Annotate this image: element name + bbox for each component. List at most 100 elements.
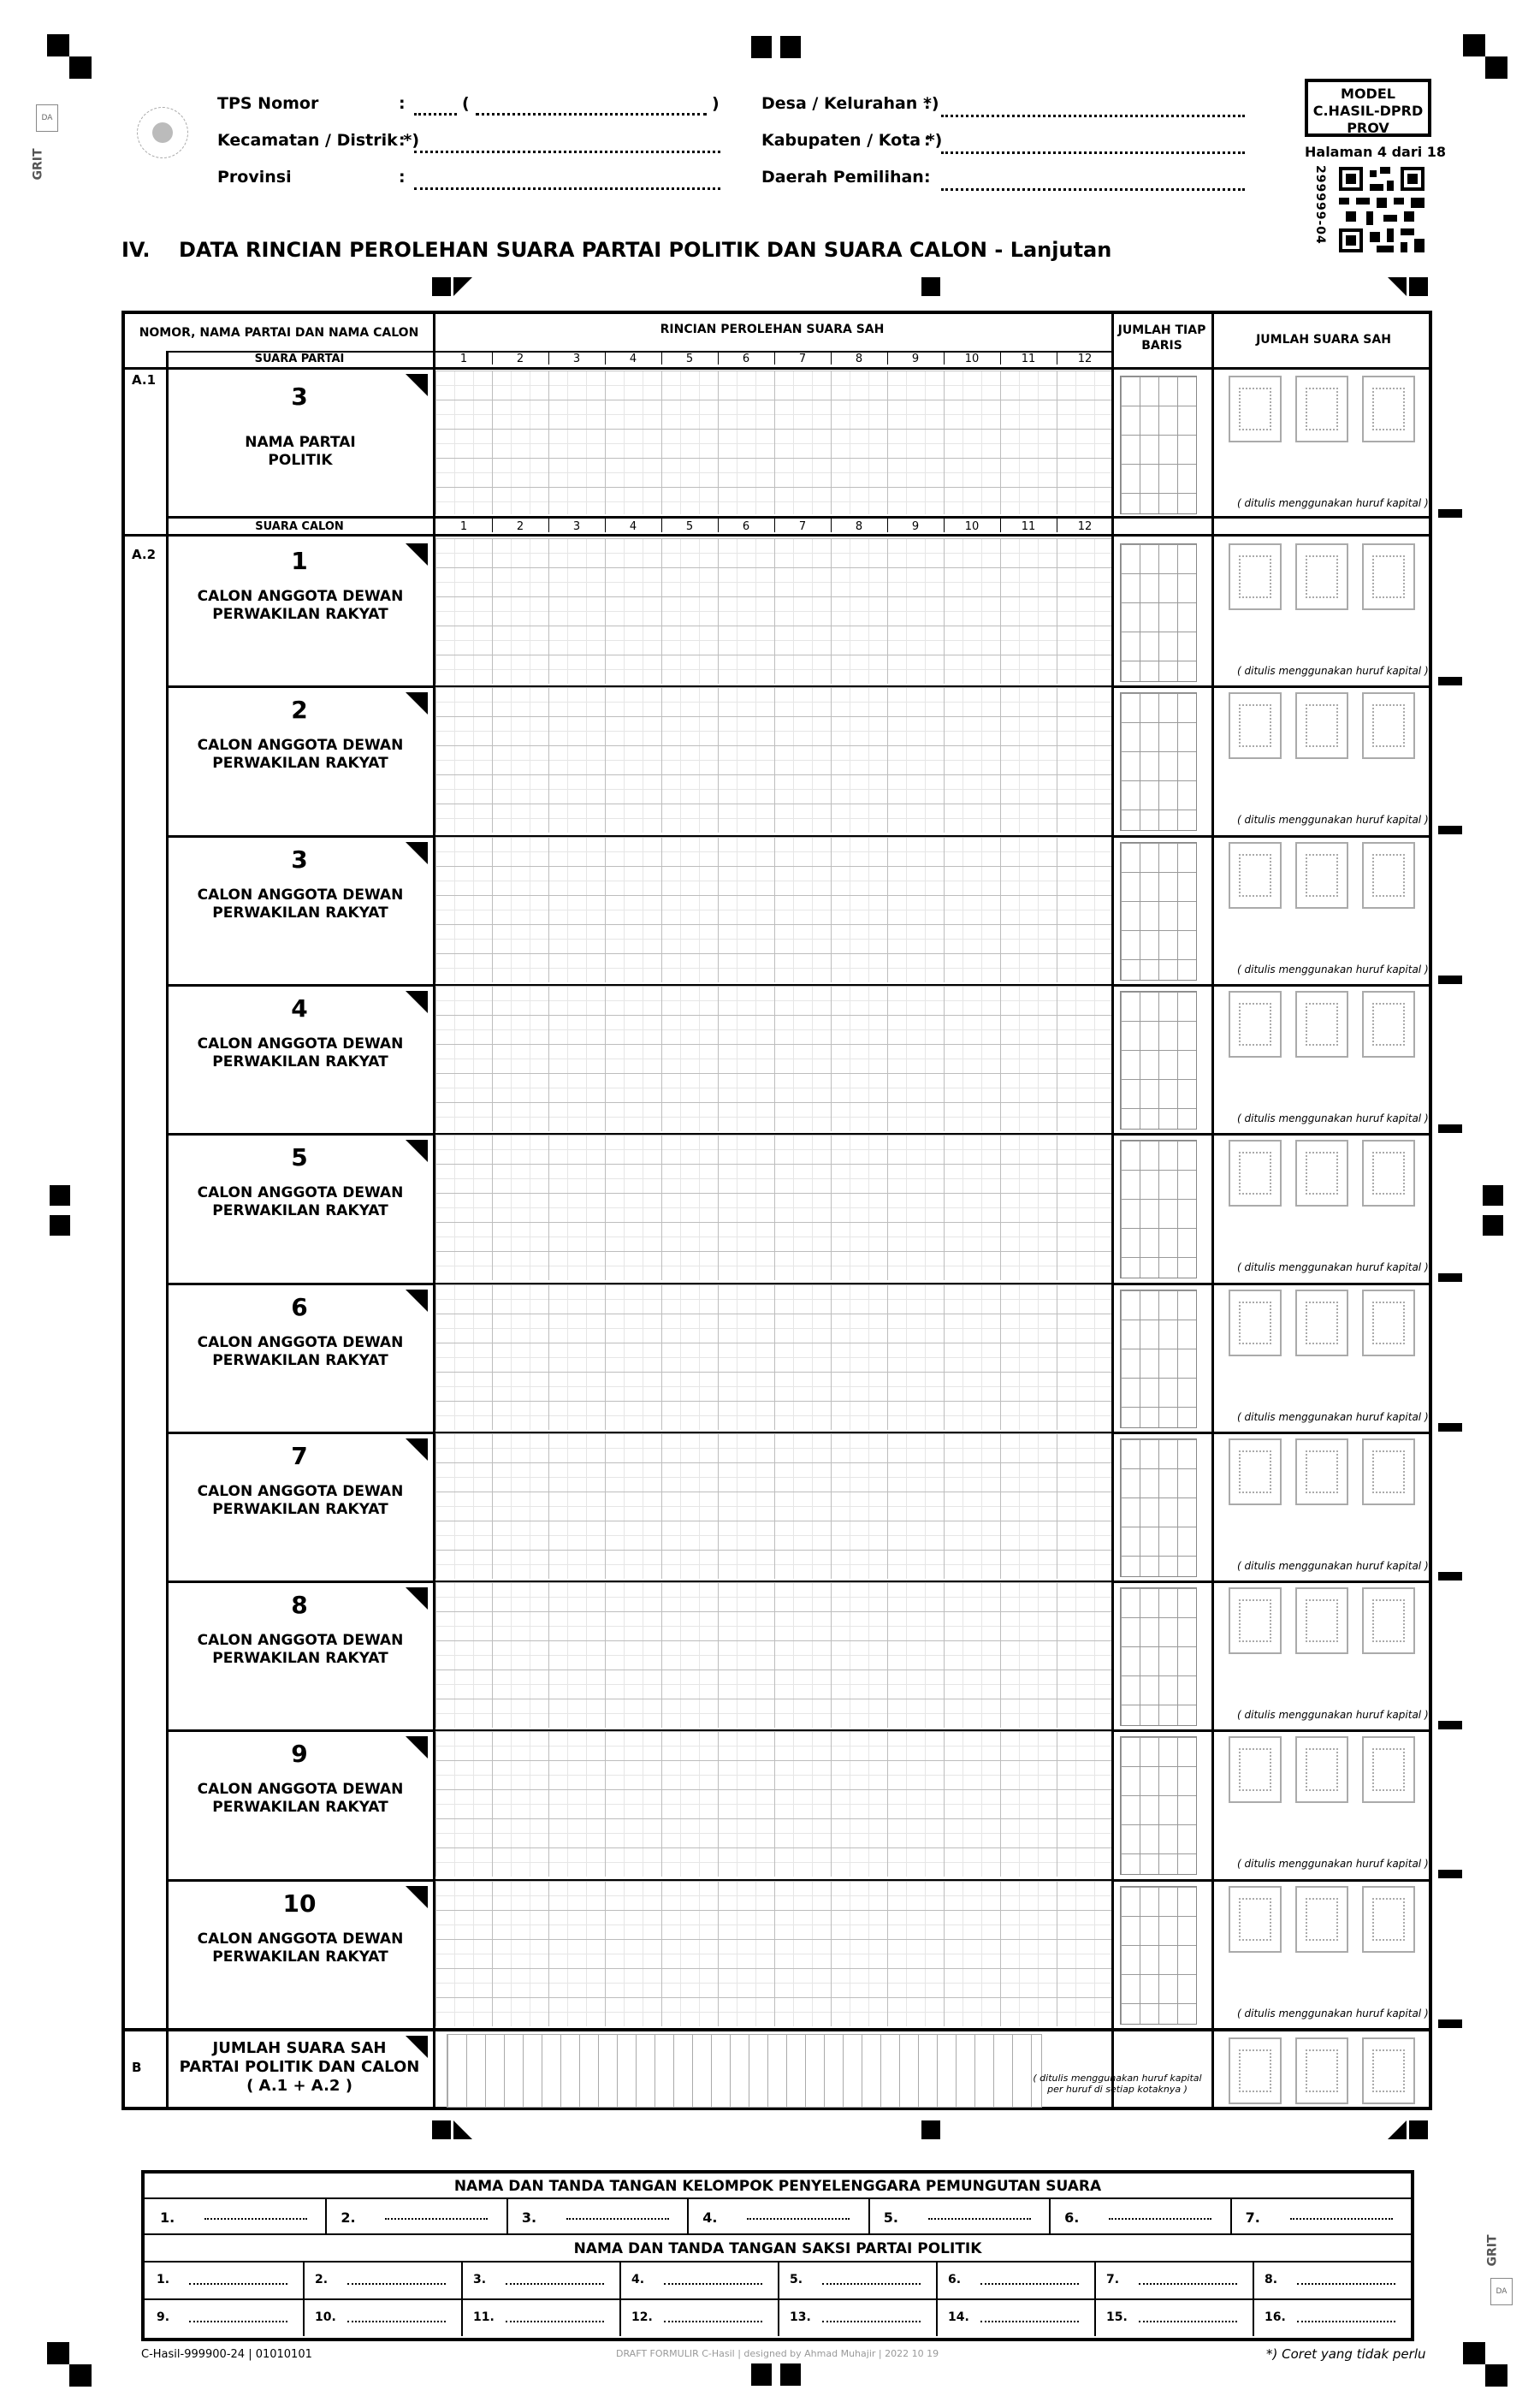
candidate-row-total-grid[interactable] (1120, 1438, 1197, 1577)
saksi-signature-field[interactable] (1139, 2283, 1237, 2285)
digit-box[interactable] (1295, 841, 1348, 909)
digit-box[interactable] (1362, 1587, 1415, 1655)
digit-box[interactable] (1362, 543, 1415, 610)
candidate-number: 2 (291, 696, 308, 725)
digit-box[interactable] (1362, 376, 1415, 442)
digit-box[interactable] (1362, 2037, 1415, 2104)
fiducial-mark (432, 277, 451, 296)
saksi-signature-field[interactable] (1297, 2283, 1395, 2285)
digit-box[interactable] (1229, 1438, 1282, 1505)
column-number: 10 (964, 520, 980, 533)
candidate-tally-grid[interactable] (435, 1432, 1111, 1579)
digit-box[interactable] (1229, 2037, 1282, 2104)
kpps-signature-field[interactable] (1109, 2218, 1212, 2220)
digit-box[interactable] (1295, 990, 1348, 1058)
digit-box[interactable] (1362, 1438, 1415, 1505)
digit-box[interactable] (1362, 1885, 1415, 1953)
candidate-row-total-grid[interactable] (1120, 1140, 1197, 1279)
digit-box[interactable] (1295, 2037, 1348, 2104)
candidate-row-total-grid[interactable] (1120, 1736, 1197, 1876)
candidate-tally-grid[interactable] (435, 687, 1111, 833)
digit-box[interactable] (1295, 692, 1348, 760)
saksi-signature-field[interactable] (189, 2283, 287, 2285)
saksi-signature-field[interactable] (980, 2283, 1079, 2285)
digit-box[interactable] (1362, 990, 1415, 1058)
digit-box[interactable] (1362, 692, 1415, 760)
digit-box[interactable] (1295, 543, 1348, 610)
saksi-signature-field[interactable] (822, 2321, 921, 2322)
digit-box[interactable] (1229, 692, 1282, 760)
kpps-signature-field[interactable] (566, 2218, 669, 2220)
candidate-tally-grid[interactable] (435, 1731, 1111, 1877)
saksi-signature-field[interactable] (664, 2321, 762, 2322)
candidate-tally-grid[interactable] (435, 538, 1111, 684)
digit-box[interactable] (1295, 1885, 1348, 1953)
digit-box[interactable] (1295, 1736, 1348, 1804)
digit-box[interactable] (1295, 1289, 1348, 1356)
kecamatan-field[interactable] (414, 151, 720, 153)
digit-box[interactable] (1229, 376, 1282, 442)
digit-box[interactable] (1229, 1289, 1282, 1356)
digit-box[interactable] (1229, 1736, 1282, 1804)
candidate-row-total-grid[interactable] (1120, 841, 1197, 981)
saksi-signature-field[interactable] (664, 2283, 762, 2285)
saksi-number: 8. (1265, 2273, 1278, 2286)
daerah-field[interactable] (941, 188, 1245, 191)
digit-box[interactable] (1295, 376, 1348, 442)
kpps-signature-field[interactable] (1289, 2218, 1393, 2220)
kpps-signature-field[interactable] (747, 2218, 850, 2220)
divider (461, 2298, 463, 2336)
tps-number-field[interactable] (414, 113, 457, 116)
party-row-total-grid[interactable] (1120, 376, 1197, 514)
digit-box[interactable] (1229, 543, 1282, 610)
candidate-row-total-grid[interactable] (1120, 543, 1197, 682)
model-line: PROV (1347, 120, 1389, 136)
kpps-signature-field[interactable] (385, 2218, 489, 2220)
saksi-signature-field[interactable] (347, 2283, 446, 2285)
candidate-tally-grid[interactable] (435, 1135, 1111, 1281)
candidate-tally-grid[interactable] (435, 1880, 1111, 2026)
digit-box[interactable] (1229, 990, 1282, 1058)
candidate-tally-grid[interactable] (435, 1582, 1111, 1729)
digit-box[interactable] (1295, 1140, 1348, 1207)
total-letter-boxes[interactable] (447, 2034, 1042, 2108)
desa-field[interactable] (941, 115, 1245, 117)
kpps-number: 6. (1064, 2209, 1080, 2226)
candidate-row-total-grid[interactable] (1120, 1289, 1197, 1428)
saksi-signature-field[interactable] (189, 2321, 287, 2322)
party-tally-grid[interactable] (435, 371, 1111, 514)
digit-box[interactable] (1295, 1587, 1348, 1655)
candidate-row-total-grid[interactable] (1120, 990, 1197, 1130)
candidate-row-total-grid[interactable] (1120, 692, 1197, 832)
candidate-row-total-grid[interactable] (1120, 1587, 1197, 1727)
saksi-signature-field[interactable] (822, 2283, 921, 2285)
provinsi-field[interactable] (414, 187, 720, 190)
corner-mark-icon (406, 841, 428, 864)
saksi-signature-field[interactable] (1297, 2321, 1395, 2322)
digit-box[interactable] (1229, 1885, 1282, 1953)
kpps-signature-field[interactable] (927, 2218, 1031, 2220)
digit-box[interactable] (1229, 1587, 1282, 1655)
saksi-signature-field[interactable] (506, 2321, 604, 2322)
kpps-signature-field[interactable] (204, 2218, 307, 2220)
kabupaten-field[interactable] (941, 151, 1245, 154)
candidate-tally-grid[interactable] (435, 836, 1111, 982)
digit-box[interactable] (1362, 1140, 1415, 1207)
saksi-signature-field[interactable] (347, 2321, 446, 2322)
divider (718, 519, 719, 532)
candidate-tally-grid[interactable] (435, 985, 1111, 1131)
candidate-row-total-grid[interactable] (1120, 1885, 1197, 2025)
tps-name-field[interactable] (476, 113, 707, 116)
saksi-signature-field[interactable] (506, 2283, 604, 2285)
digit-box[interactable] (1295, 1438, 1348, 1505)
digit-box[interactable] (1362, 1289, 1415, 1356)
digit-box[interactable] (1362, 841, 1415, 909)
digit-box[interactable] (1229, 841, 1282, 909)
saksi-signature-field[interactable] (1139, 2321, 1237, 2322)
digit-box[interactable] (1229, 1140, 1282, 1207)
column-number: 6 (742, 520, 750, 533)
digit-box[interactable] (1362, 1736, 1415, 1804)
candidate-tally-grid[interactable] (435, 1284, 1111, 1430)
saksi-signature-field[interactable] (980, 2321, 1079, 2322)
fiducial-mark (1438, 1422, 1462, 1432)
